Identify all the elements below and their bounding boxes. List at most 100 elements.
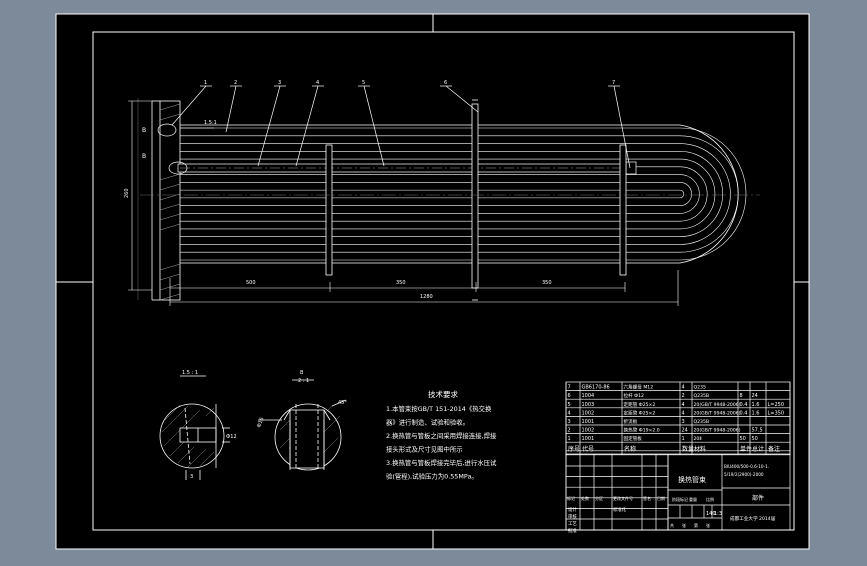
bom-cell: 20Ⅱ xyxy=(694,436,702,442)
bom-cell: 0.4 xyxy=(740,410,748,416)
detail-view-right xyxy=(258,379,347,471)
u-tube xyxy=(180,174,700,214)
bom-cell: 定距管 Ф25×2 xyxy=(624,409,656,416)
balloon-number: 7 xyxy=(612,80,615,86)
bom-cell: 3 xyxy=(682,419,685,425)
bom-cell: 3 xyxy=(568,419,571,425)
bom-cell: 1003 xyxy=(582,402,595,408)
detail-left-dim: Ф12 xyxy=(226,434,237,440)
u-tube xyxy=(180,189,685,199)
balloon-number: 6 xyxy=(444,80,447,86)
bom-cell: 2 xyxy=(682,393,685,399)
detail-left-dim2: 3 xyxy=(190,474,193,480)
bom-cell: 50 xyxy=(740,436,746,442)
bom-cell: L=250 xyxy=(768,402,785,408)
stage-label: 比例 xyxy=(706,496,714,502)
bom-cell: 1.6 xyxy=(752,410,760,416)
detail-right-scale: 2 : 1 xyxy=(298,378,309,384)
role-label: 设计 xyxy=(568,506,577,513)
detail-left-scale: 1.5 : 1 xyxy=(182,370,198,376)
svg-text:1.5:1: 1.5:1 xyxy=(204,120,217,126)
bom-cell: 4 xyxy=(682,410,685,416)
dim-height: 260 xyxy=(124,188,130,198)
part-label: 部件 xyxy=(752,494,764,502)
role-label: 工艺 xyxy=(568,521,577,527)
leader-line xyxy=(171,85,207,126)
bom-header-cell: 代号 xyxy=(582,445,594,453)
detail-right-title: B xyxy=(300,370,304,376)
detail-right-dim: Ф16 xyxy=(256,417,265,429)
bom-cell: 20(GB/T 9948-2006) xyxy=(694,428,741,434)
u-tube xyxy=(180,143,731,245)
center-marks xyxy=(56,14,809,549)
bom-cell: 8 xyxy=(740,393,743,399)
bundle-envelope xyxy=(180,124,739,264)
balloon-number: 3 xyxy=(278,80,281,86)
sign-label: 签名 xyxy=(643,495,651,501)
drawing-title: 换热管束 xyxy=(678,475,706,484)
sheet-label: 张 xyxy=(706,522,710,528)
u-tube xyxy=(180,127,747,261)
bom-header-cell: 数量 xyxy=(682,445,694,453)
bom-header-cell: 序号 xyxy=(568,445,580,453)
inner-border xyxy=(92,31,795,531)
leader-line xyxy=(613,85,631,169)
u-tube xyxy=(180,158,716,230)
bom-cell: 4 xyxy=(568,410,571,416)
tech-req-line: 器》进行制造、试验和验收。 xyxy=(386,418,469,427)
dim-seg3: 350 xyxy=(542,280,552,286)
sign-label: 分区 xyxy=(595,495,603,501)
bom-cell: Q235 xyxy=(694,385,706,391)
balloon-number: 1 xyxy=(204,80,207,86)
leader-line xyxy=(295,85,319,167)
tech-req-lines: 1.本管束按GB/T 151-2014《热交换器》进行制造、试验和验收。2.换热… xyxy=(386,404,497,481)
bom-header-cell: 备注 xyxy=(768,445,780,453)
bom-cell: 换热管 Ф19×2.0 xyxy=(624,427,660,434)
bom-cell: Q235B xyxy=(694,419,710,425)
sign-label: 日期 xyxy=(657,495,665,501)
tech-req-line: 2.换热管与管板之间采用焊接连接,焊接 xyxy=(386,431,497,440)
role-label: 批准 xyxy=(568,527,577,534)
bom-cell: 7 xyxy=(568,385,571,391)
leader-line xyxy=(225,85,237,133)
bom-header-cell: 材料 xyxy=(694,445,706,453)
bom-cell: 固定管板 xyxy=(624,435,643,442)
detail-circles xyxy=(157,123,188,175)
sheet-label: 共 xyxy=(670,522,674,528)
dim-seg2: 350 xyxy=(396,280,406,286)
sign-label: 标记 xyxy=(567,495,575,501)
section-label-b-bottom: B xyxy=(142,153,146,160)
bom-cell: 六角螺母 M12 xyxy=(624,384,654,391)
bom-header-cell: 名称 xyxy=(624,445,636,453)
stage-label: 重量 xyxy=(689,496,697,502)
sheet-qty: 140 xyxy=(706,511,716,517)
leader-line xyxy=(445,85,479,113)
tie-rod xyxy=(177,161,637,175)
bom-cell: 1002 xyxy=(582,410,595,416)
drawing-number: BIU400/500-0.6-10-1. xyxy=(724,464,769,469)
sheet-label: 第 xyxy=(694,522,698,528)
bom-cell: 20(GB/T 9948-2006) xyxy=(694,402,741,408)
drawing-scale: 1:3 xyxy=(714,511,722,517)
tech-req-line: 验(管程),试验压力为0.55MPa。 xyxy=(386,472,478,481)
tech-req-title: 技术要求 xyxy=(428,389,458,399)
bom-cell: 20(GB/T 9948-2006) xyxy=(694,410,741,416)
u-tube xyxy=(180,182,692,206)
bom-cell: 4 xyxy=(682,402,685,408)
bom-cell: 24 xyxy=(682,428,688,434)
tech-req-line: 接头形式及尺寸见图中所示 xyxy=(386,445,463,454)
detail-view-left xyxy=(159,375,230,480)
leader-line xyxy=(257,85,281,167)
bom-cell: 拉杆 Ф12 xyxy=(624,392,645,399)
drawing-number-cont: 5/19/2(2900)-2000 xyxy=(724,472,764,477)
bom-cell: 1.6 xyxy=(752,402,760,408)
bom-cell: 6 xyxy=(568,393,571,399)
bom-header-cell: 总计 xyxy=(752,445,764,453)
role-label: 审核 xyxy=(568,513,577,520)
sheet-label: 张 xyxy=(682,522,686,528)
role-label: 标准化 xyxy=(613,506,627,513)
title-block: 标记处数分区更改文件号签名日期设计审核工艺批准标准化换热管束阶段标记重量比例14… xyxy=(565,453,791,534)
